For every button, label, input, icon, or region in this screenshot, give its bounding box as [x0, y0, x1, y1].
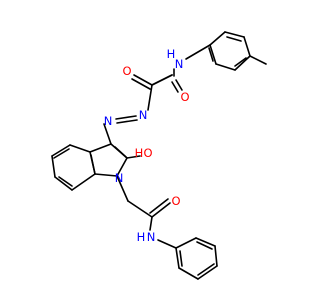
molecule-structure-diagram: O O N H N N O H N O N H: [51, 31, 267, 280]
atom-label-oh-o: O: [143, 146, 152, 160]
bond-lines: [51, 31, 267, 280]
atom-labels: O O N H N N O H N O N H: [104, 47, 190, 244]
atom-label-oh-h: H: [135, 146, 144, 160]
atom-label-azo-n2: N: [104, 114, 113, 128]
atom-label-nh-acetamide-n: N: [147, 230, 156, 244]
atom-label-o-oxalamide-carbonyl: O: [180, 90, 189, 104]
atom-label-azo-n1: N: [139, 108, 148, 122]
atom-label-indole-n: N: [115, 171, 124, 185]
atom-label-nh-oxalamide-n: N: [175, 57, 184, 71]
atom-label-nh-oxalamide-h: H: [167, 47, 176, 61]
atom-label-o-acetamide-carbonyl: O: [171, 194, 180, 208]
atom-label-o-hydrazone-carbonyl: O: [122, 64, 131, 78]
atom-label-nh-acetamide-h: H: [137, 230, 146, 244]
